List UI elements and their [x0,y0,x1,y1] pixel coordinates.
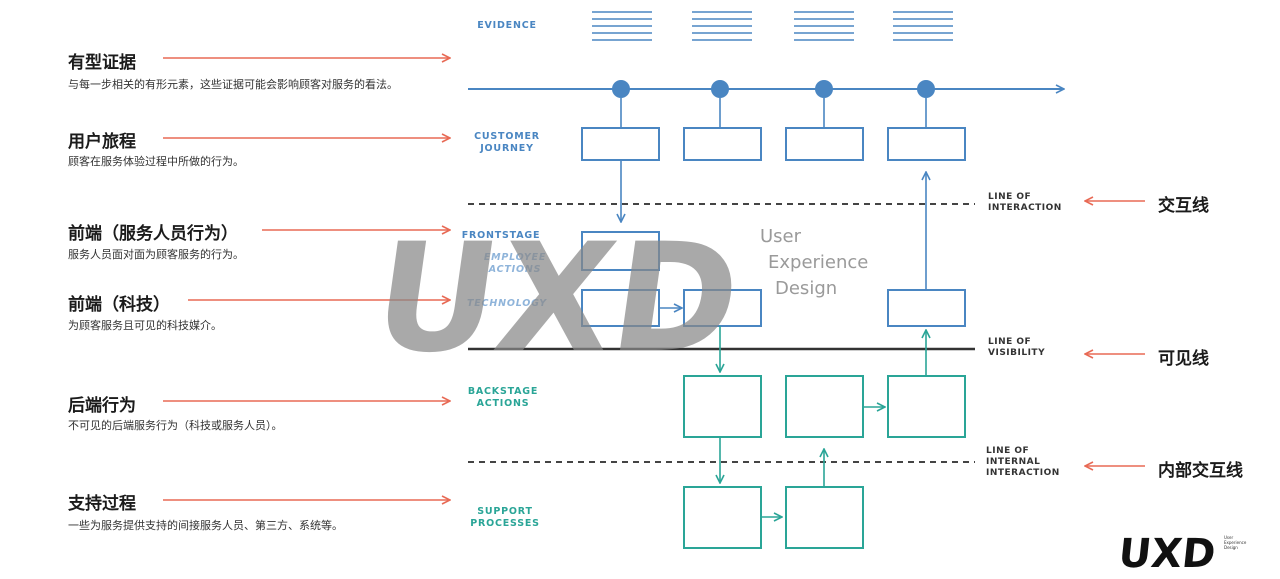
corner-logo: UXD [1116,531,1217,577]
line-label-visibility: LINE OF VISIBILITY [988,337,1046,358]
timeline-node [711,80,729,98]
timeline-node [612,80,630,98]
zh-label-internal: 内部交互线 [1158,461,1243,481]
journey-step [581,127,660,161]
layer-title-backstage: 后端行为 [68,396,136,416]
evidence-item [893,11,953,41]
support-box [683,486,762,549]
timeline-nodes [612,80,935,98]
layer-title-frontstage-tech: 前端（科技） [68,295,170,315]
layer-desc-backstage: 不可见的后端服务行为（科技或服务人员）。 [68,419,283,432]
backstage-box [683,375,762,438]
lane-label-employee-actions: EMPLOYEE ACTIONS [483,252,547,275]
support-box [785,486,864,549]
lane-label-frontstage: FRONTSTAGE [461,230,541,241]
evidence-item [592,11,652,41]
backstage-box [887,375,966,438]
timeline-node [815,80,833,98]
tech-box [887,289,966,327]
layer-pointer-arrows [163,58,450,500]
watermark-text-user: User [760,226,802,247]
watermark-logo: UXD [364,211,751,386]
journey-step [887,127,966,161]
journey-step [683,127,762,161]
lane-label-support: SUPPORT PROCESSES [470,506,540,529]
backstage-boxes [683,375,966,438]
layer-desc-frontstage-tech: 为顾客服务且可见的科技媒介。 [68,319,222,332]
layer-desc-journey: 顾客在服务体验过程中所做的行为。 [68,155,244,168]
lane-label-technology: TECHNOLOGY [466,298,547,309]
journey-step [785,127,864,161]
layer-desc-frontstage-employee: 服务人员面对面为顾客服务的行为。 [68,248,244,261]
lane-label-evidence: EVIDENCE [477,20,537,31]
layer-title-support: 支持过程 [68,494,136,514]
layer-desc-support: 一些为服务提供支持的间接服务人员、第三方、系统等。 [68,519,343,532]
zh-label-interaction: 交互线 [1158,196,1209,216]
corner-logo-subtitle: User Experience Design [1224,535,1247,550]
tech-box [683,289,762,327]
employee-action-box [581,231,660,271]
journey-boxes [581,127,966,161]
zh-label-visibility: 可见线 [1158,349,1209,369]
evidence-item [692,11,752,41]
layer-desc-evidence: 与每一步相关的有形元素，这些证据可能会影响顾客对服务的看法。 [68,78,398,91]
timeline-node [917,80,935,98]
watermark-text-design: Design [775,278,838,299]
lane-label-customer-journey: CUSTOMER JOURNEY [474,131,540,154]
line-label-interaction: LINE OF INTERACTION [988,192,1062,213]
evidence-item [794,11,854,41]
line-label-internal: LINE OF INTERNAL INTERACTION [986,446,1060,478]
line-pointer-arrows [1085,201,1145,466]
lane-label-backstage: BACKSTAGE ACTIONS [467,386,539,409]
layer-title-frontstage-employee: 前端（服务人员行为） [68,224,238,244]
evidence-items [592,11,953,41]
watermark-text-experience: Experience [768,252,869,273]
layer-title-journey: 用户旅程 [68,132,136,152]
layer-title-evidence: 有型证据 [68,53,136,73]
backstage-box [785,375,864,438]
